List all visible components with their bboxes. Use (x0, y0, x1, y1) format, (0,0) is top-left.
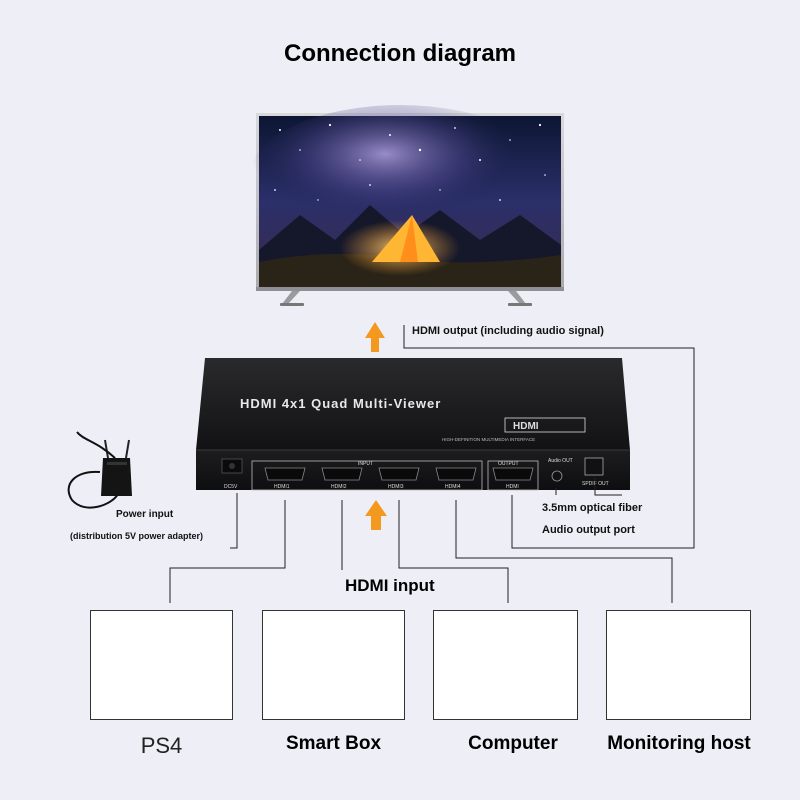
unit-tagline: HIGH-DEFINITION MULTIMEDIA INTERFACE (442, 437, 535, 442)
unit-branding: HDMI 4x1 Quad Multi-Viewer HDMI HIGH-DEF… (240, 396, 586, 442)
input-connection-lines (169, 500, 673, 603)
device-box-monitoring-host (606, 610, 751, 720)
hdmi-input-label: HDMI input (345, 576, 435, 595)
hdmi-output-port (492, 467, 534, 481)
output-group-label: OUTPUT (498, 461, 519, 467)
output-hdmi-label: HDMI (506, 484, 519, 490)
power-adapter-icon (67, 431, 132, 509)
optical-fiber-label: 3.5mm optical fiber (542, 502, 643, 514)
stars (274, 123, 546, 201)
power-adapter-label: (distribution 5V power adapter) (70, 531, 204, 541)
hdmi-output-label: HDMI output (including audio signal) (412, 325, 604, 337)
audio-out-jack (551, 470, 563, 482)
unit-name-text: HDMI 4x1 Quad Multi-Viewer (240, 396, 441, 411)
tv-stand-right (508, 291, 526, 304)
hdmi-logo-frame (504, 417, 586, 433)
device-box-computer (433, 610, 578, 720)
hdmi-logo-text: HDMI (513, 421, 539, 432)
tv-stand-left (282, 291, 300, 304)
tv-monitor (250, 105, 564, 306)
input-group-frame (251, 460, 483, 491)
device-label-ps4: PS4 (140, 733, 183, 758)
input-group-label: INPUT (358, 461, 373, 467)
arrow-up-to-tv (365, 322, 385, 352)
output-connection-lines (403, 325, 695, 549)
hdmi4-label: HDMI4 (445, 484, 461, 490)
diagram-title: Connection diagram (283, 40, 517, 67)
audio-output-port-label: Audio output port (542, 524, 635, 536)
hdmi-input-ports (264, 467, 477, 481)
spdif-port (584, 457, 604, 476)
output-group-frame (487, 460, 539, 491)
unit-top-face (196, 358, 630, 450)
dc5v-label: DC5V (224, 484, 238, 490)
device-box-ps4 (90, 610, 233, 720)
hdmi2-label: HDMI2 (331, 484, 347, 490)
hdmi3-label: HDMI3 (388, 484, 404, 490)
aux-connection-lines (230, 478, 622, 549)
device-label-computer: Computer (468, 733, 558, 754)
power-input-label: Power input (116, 509, 174, 520)
hdmi1-label: HDMI1 (274, 484, 290, 490)
device-label-monitoring-host: Monitoring host (607, 733, 751, 754)
svg-text:HDMI 4x1 Quad Multi-Viewer: HDMI 4x1 Quad Multi-Viewer (240, 396, 441, 411)
device-box-smart-box (262, 610, 405, 720)
milky-way (250, 105, 550, 245)
dc-power-port (221, 458, 243, 474)
device-label-smart-box: Smart Box (285, 733, 382, 754)
arrow-up-from-inputs (365, 500, 387, 530)
audio-out-label: Audio OUT (548, 458, 573, 464)
